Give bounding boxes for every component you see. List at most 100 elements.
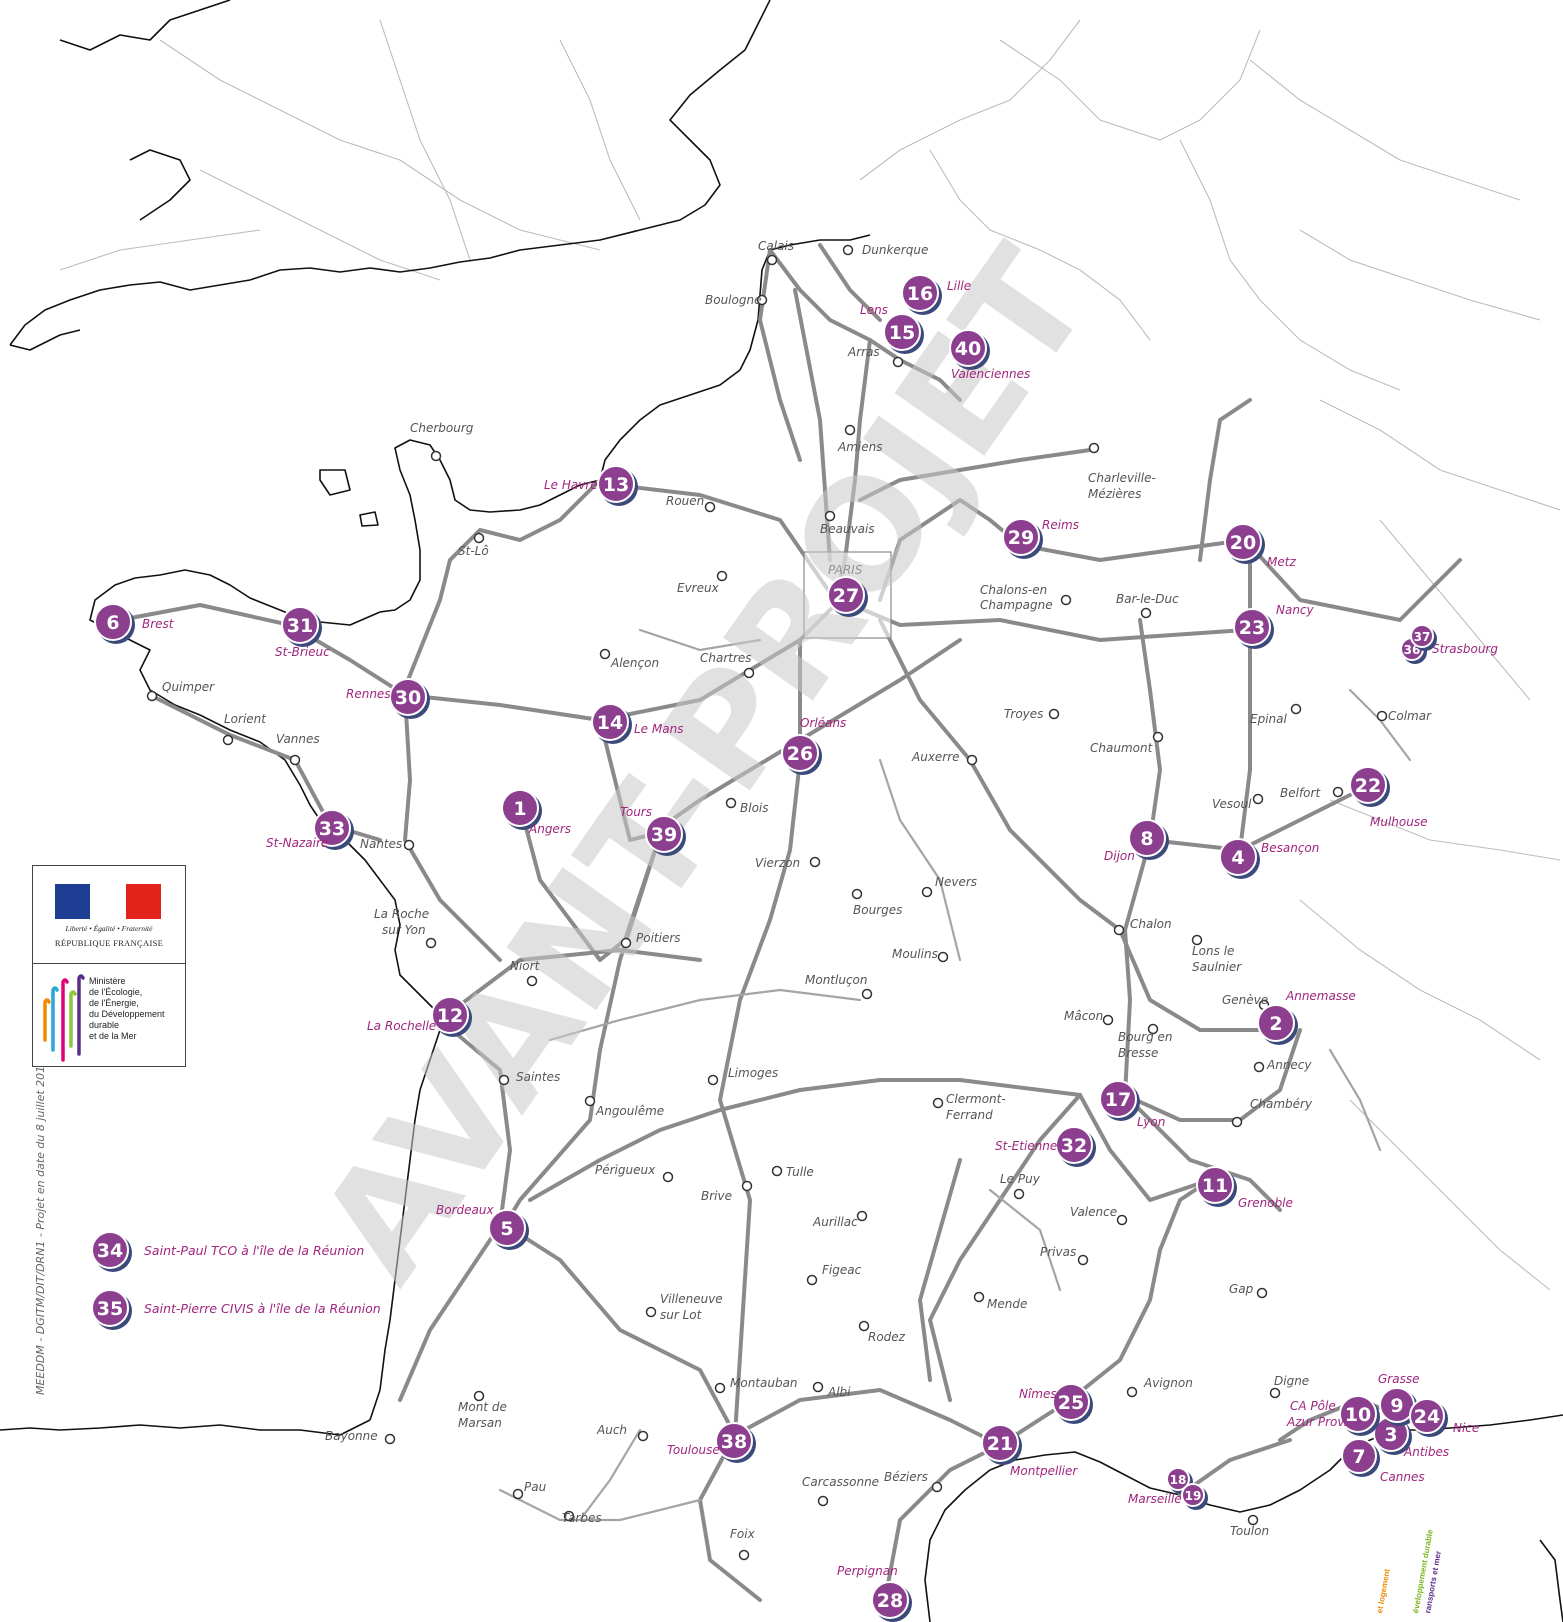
city-dot: [1252, 793, 1264, 805]
republic-name: RÉPUBLIQUE FRANÇAISE: [54, 938, 164, 948]
project-marker[interactable]: [389, 678, 427, 716]
project-number: 22: [1355, 775, 1381, 797]
project-marker[interactable]: [1224, 523, 1262, 561]
project-number: 30: [395, 687, 421, 709]
legend-marker[interactable]: [91, 1289, 129, 1327]
project-label: Besançon: [1261, 841, 1319, 855]
city-dot: [966, 754, 978, 766]
city-dot: [824, 510, 836, 522]
project-number: 6: [106, 612, 119, 634]
project-marker[interactable]: [1166, 1467, 1190, 1491]
project-marker[interactable]: [1055, 1126, 1093, 1164]
city-dot: [1113, 924, 1125, 936]
project-marker[interactable]: [981, 1424, 1019, 1462]
project-marker[interactable]: [827, 576, 865, 614]
project-marker[interactable]: [1181, 1483, 1205, 1507]
ministry-line: durable: [89, 1020, 120, 1030]
project-marker[interactable]: [1341, 1438, 1377, 1474]
city-dot: [1048, 708, 1060, 720]
project-marker[interactable]: [501, 789, 539, 827]
project-label: Antibes: [1403, 1445, 1449, 1459]
city-label: Le Puy: [1000, 1172, 1041, 1186]
legend-marker[interactable]: [91, 1231, 129, 1269]
project-marker[interactable]: [1349, 766, 1387, 804]
project-number: 24: [1414, 1406, 1440, 1428]
project-label: Grenoble: [1238, 1196, 1293, 1210]
city-label: Ferrand: [946, 1108, 993, 1122]
city-label: Mont de: [458, 1400, 507, 1414]
project-marker[interactable]: [281, 606, 319, 644]
city-label: Chambéry: [1250, 1097, 1313, 1111]
city-dot: [662, 1171, 674, 1183]
city-dot: [1126, 1386, 1138, 1398]
project-label: CA Pôle: [1290, 1399, 1336, 1413]
city-label: Moulins: [892, 947, 938, 961]
city-label: Poitiers: [636, 931, 681, 945]
city-label: Limoges: [728, 1066, 778, 1080]
project-marker[interactable]: [871, 1581, 909, 1619]
project-marker[interactable]: [1099, 1080, 1137, 1118]
project-marker[interactable]: [645, 815, 683, 853]
project-marker[interactable]: [1219, 838, 1257, 876]
project-marker[interactable]: [488, 1209, 526, 1247]
project-number: 28: [877, 1590, 903, 1612]
project-label: Cannes: [1380, 1470, 1425, 1484]
city-label: Amiens: [837, 440, 882, 454]
city-dot: [817, 1495, 829, 1507]
project-marker[interactable]: [313, 809, 351, 847]
credit-text: MEEDDM - DGITM/DIT/DRN1 - Projet en date…: [34, 1059, 47, 1395]
project-marker[interactable]: [781, 734, 819, 772]
project-number: 10: [1345, 1404, 1371, 1426]
city-label: Beauvais: [820, 522, 875, 536]
project-label: Grasse: [1378, 1372, 1419, 1386]
city-dot: [473, 532, 485, 544]
city-label: Bayonne: [325, 1429, 378, 1443]
city-label: Clermont-: [946, 1092, 1006, 1106]
city-dot: [430, 450, 442, 462]
project-marker[interactable]: [1196, 1166, 1234, 1204]
ministry-line: du Développement: [89, 1009, 165, 1019]
project-number: 4: [1231, 847, 1244, 869]
project-marker[interactable]: [949, 329, 987, 367]
project-marker[interactable]: [1128, 819, 1166, 857]
city-dot: [1191, 934, 1203, 946]
project-marker[interactable]: [883, 313, 921, 351]
logo-bar: [61, 978, 69, 1062]
project-marker[interactable]: [715, 1422, 753, 1460]
project-marker[interactable]: [597, 465, 635, 503]
legend-text: Saint-Paul TCO à l'île de la Réunion: [144, 1243, 364, 1258]
project-number: 11: [1202, 1175, 1228, 1197]
project-label: Nancy: [1276, 603, 1315, 617]
project-number: 16: [907, 283, 933, 305]
city-label: Troyes: [1004, 707, 1043, 721]
project-number: 38: [721, 1431, 747, 1453]
city-label: Villeneuve: [660, 1292, 723, 1306]
project-marker[interactable]: [1409, 1398, 1445, 1434]
project-label: Valenciennes: [951, 367, 1030, 381]
project-marker[interactable]: [1002, 518, 1040, 556]
city-label: Blois: [740, 801, 769, 815]
project-label: Lille: [947, 279, 971, 293]
project-marker[interactable]: [1233, 608, 1271, 646]
city-label: Carcassonne: [802, 1475, 879, 1489]
project-marker[interactable]: [901, 274, 939, 312]
project-number: 17: [1105, 1089, 1131, 1111]
city-label: Chartres: [700, 651, 752, 665]
republic-logo: Liberté • Égalité • Fraternité RÉPUBLIQU…: [33, 866, 185, 964]
city-label: Toulon: [1230, 1524, 1269, 1538]
project-marker[interactable]: [1257, 1004, 1295, 1042]
city-label: Charleville-: [1088, 471, 1156, 485]
project-label: Montpellier: [1010, 1464, 1078, 1478]
city-dot: [637, 1430, 649, 1442]
project-marker[interactable]: [431, 996, 469, 1034]
project-marker[interactable]: [591, 703, 629, 741]
project-marker[interactable]: [1339, 1395, 1377, 1433]
project-number: 26: [787, 743, 813, 765]
project-marker[interactable]: [1052, 1383, 1090, 1421]
project-marker[interactable]: [94, 603, 132, 641]
city-label: Aurillac: [812, 1215, 858, 1229]
project-number: 19: [1185, 1489, 1202, 1503]
ministry-logo: Liberté • Égalité • Fraternité RÉPUBLIQU…: [32, 865, 186, 1067]
project-marker[interactable]: [1410, 624, 1434, 648]
